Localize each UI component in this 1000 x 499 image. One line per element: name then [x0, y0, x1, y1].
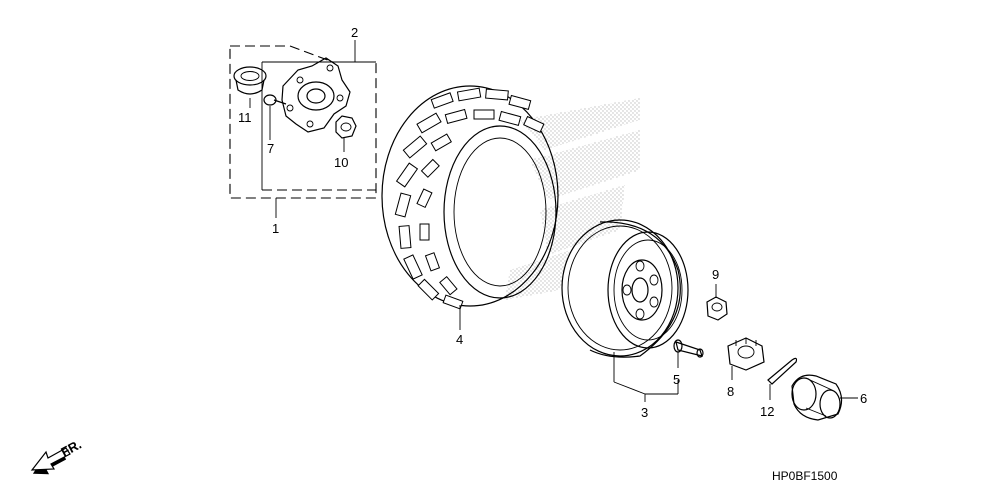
- callouts: 1 2 3 4 5 6 7 8 9 10 11 12: [238, 25, 867, 420]
- callout-12: 12: [760, 404, 774, 419]
- callout-7: 7: [267, 141, 274, 156]
- callout-3: 3: [641, 405, 648, 420]
- arrow-icon: [30, 447, 71, 471]
- callout-9: 9: [712, 267, 719, 282]
- callout-5: 5: [673, 372, 680, 387]
- leader-lines: [275, 40, 356, 218]
- tire-part: [381, 85, 559, 330]
- callout-11: 11: [238, 110, 252, 125]
- callout-1: 1: [272, 221, 279, 236]
- hub-cap-part: [791, 374, 858, 421]
- tire-shading: [505, 98, 640, 300]
- callout-10: 10: [334, 155, 348, 170]
- front-direction-indicator: FR.: [30, 437, 84, 475]
- lug-nut-part: [706, 284, 728, 321]
- callout-2: 2: [351, 25, 358, 40]
- diagram-code: HP0BF1500: [772, 469, 838, 483]
- collar-part: [233, 66, 267, 108]
- wheel-hub-part: [281, 57, 351, 133]
- valve-part: [673, 339, 704, 368]
- callout-6: 6: [860, 391, 867, 406]
- cotter-pin-part: [767, 357, 798, 400]
- callout-4: 4: [456, 332, 463, 347]
- wheel-rim-part: [561, 219, 689, 402]
- hub-nut-part: [335, 115, 357, 152]
- castle-nut-part: [727, 337, 765, 380]
- callout-8: 8: [727, 384, 734, 399]
- stud-bolt-part: [263, 94, 287, 140]
